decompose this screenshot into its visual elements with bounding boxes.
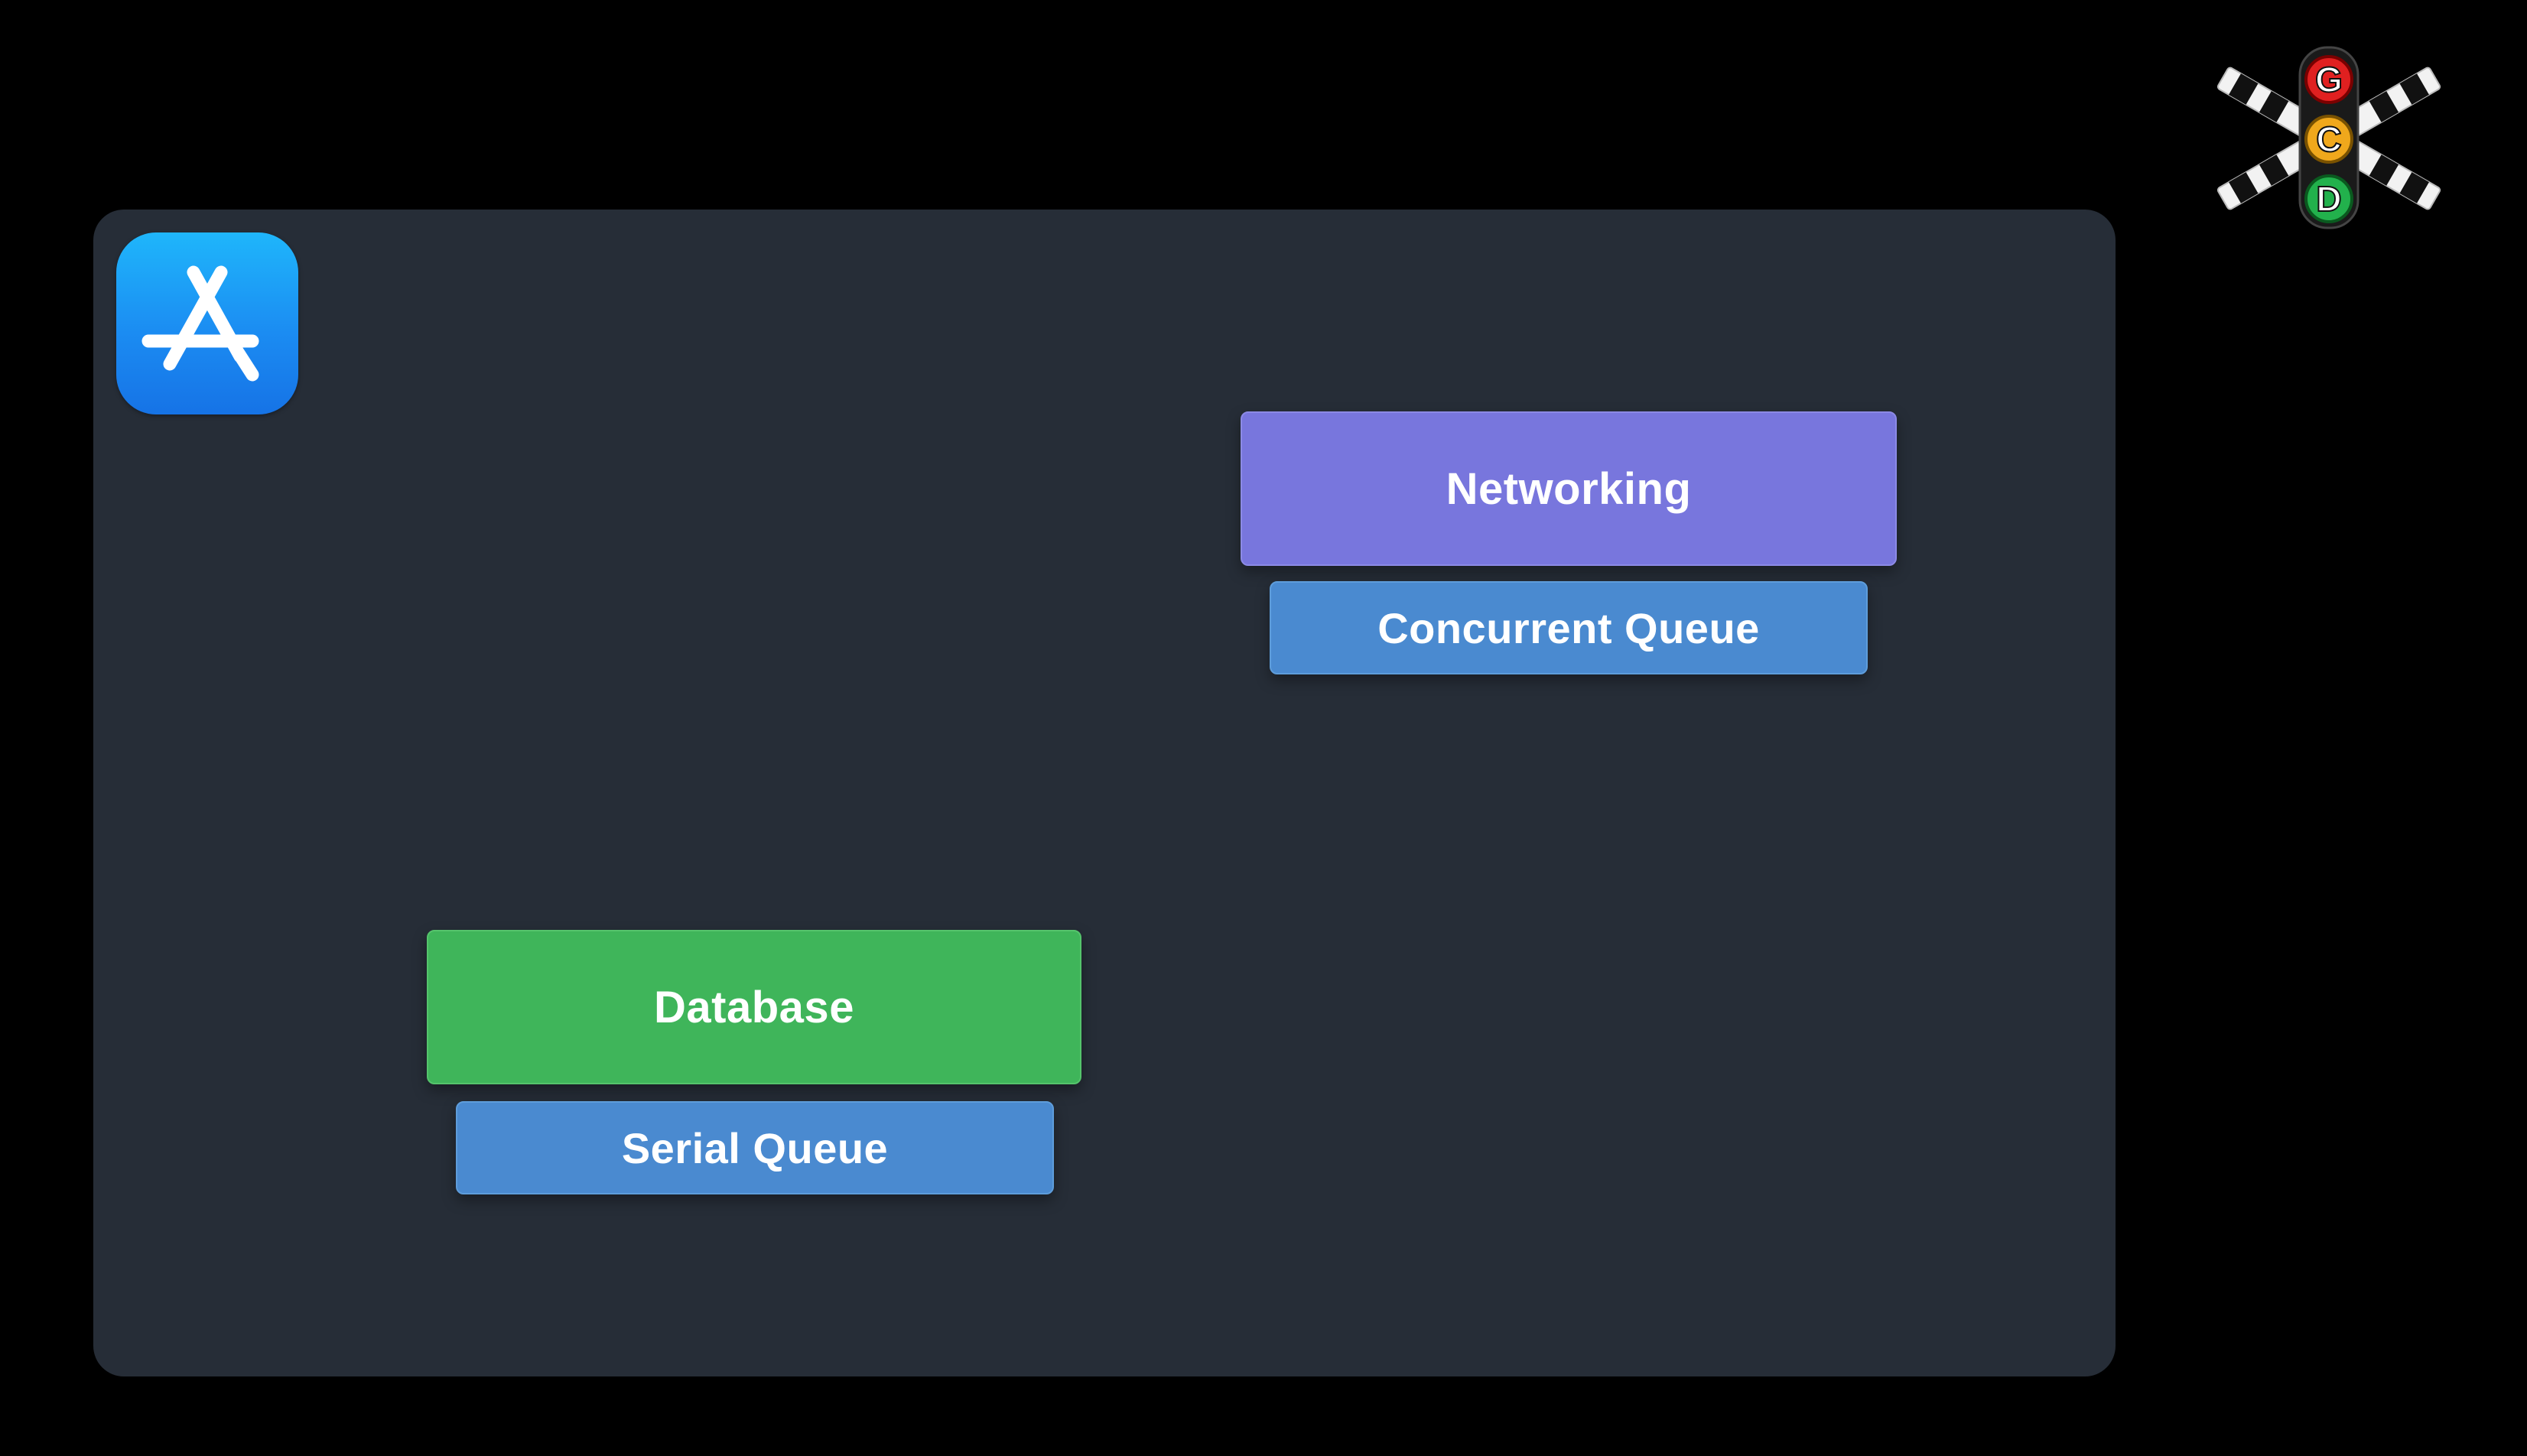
app-store-icon — [116, 232, 298, 414]
serial-queue-label: Serial Queue — [621, 1123, 889, 1172]
logo-letter-c: C — [2316, 119, 2341, 159]
serial-queue-block: Serial Queue — [456, 1101, 1054, 1194]
gcd-traffic-light-logo: G C D — [2203, 43, 2455, 234]
yellow-light — [2304, 115, 2353, 164]
database-block: Database — [427, 930, 1081, 1084]
networking-block: Networking — [1241, 411, 1897, 566]
database-label: Database — [654, 982, 854, 1032]
red-light — [2304, 55, 2353, 104]
concurrent-queue-label: Concurrent Queue — [1377, 603, 1760, 652]
networking-label: Networking — [1446, 463, 1692, 514]
logo-letter-d: D — [2316, 179, 2341, 219]
logo-letter-g: G — [2315, 60, 2343, 99]
app-panel — [93, 210, 2116, 1376]
green-light — [2304, 174, 2353, 223]
concurrent-queue-block: Concurrent Queue — [1270, 581, 1868, 674]
